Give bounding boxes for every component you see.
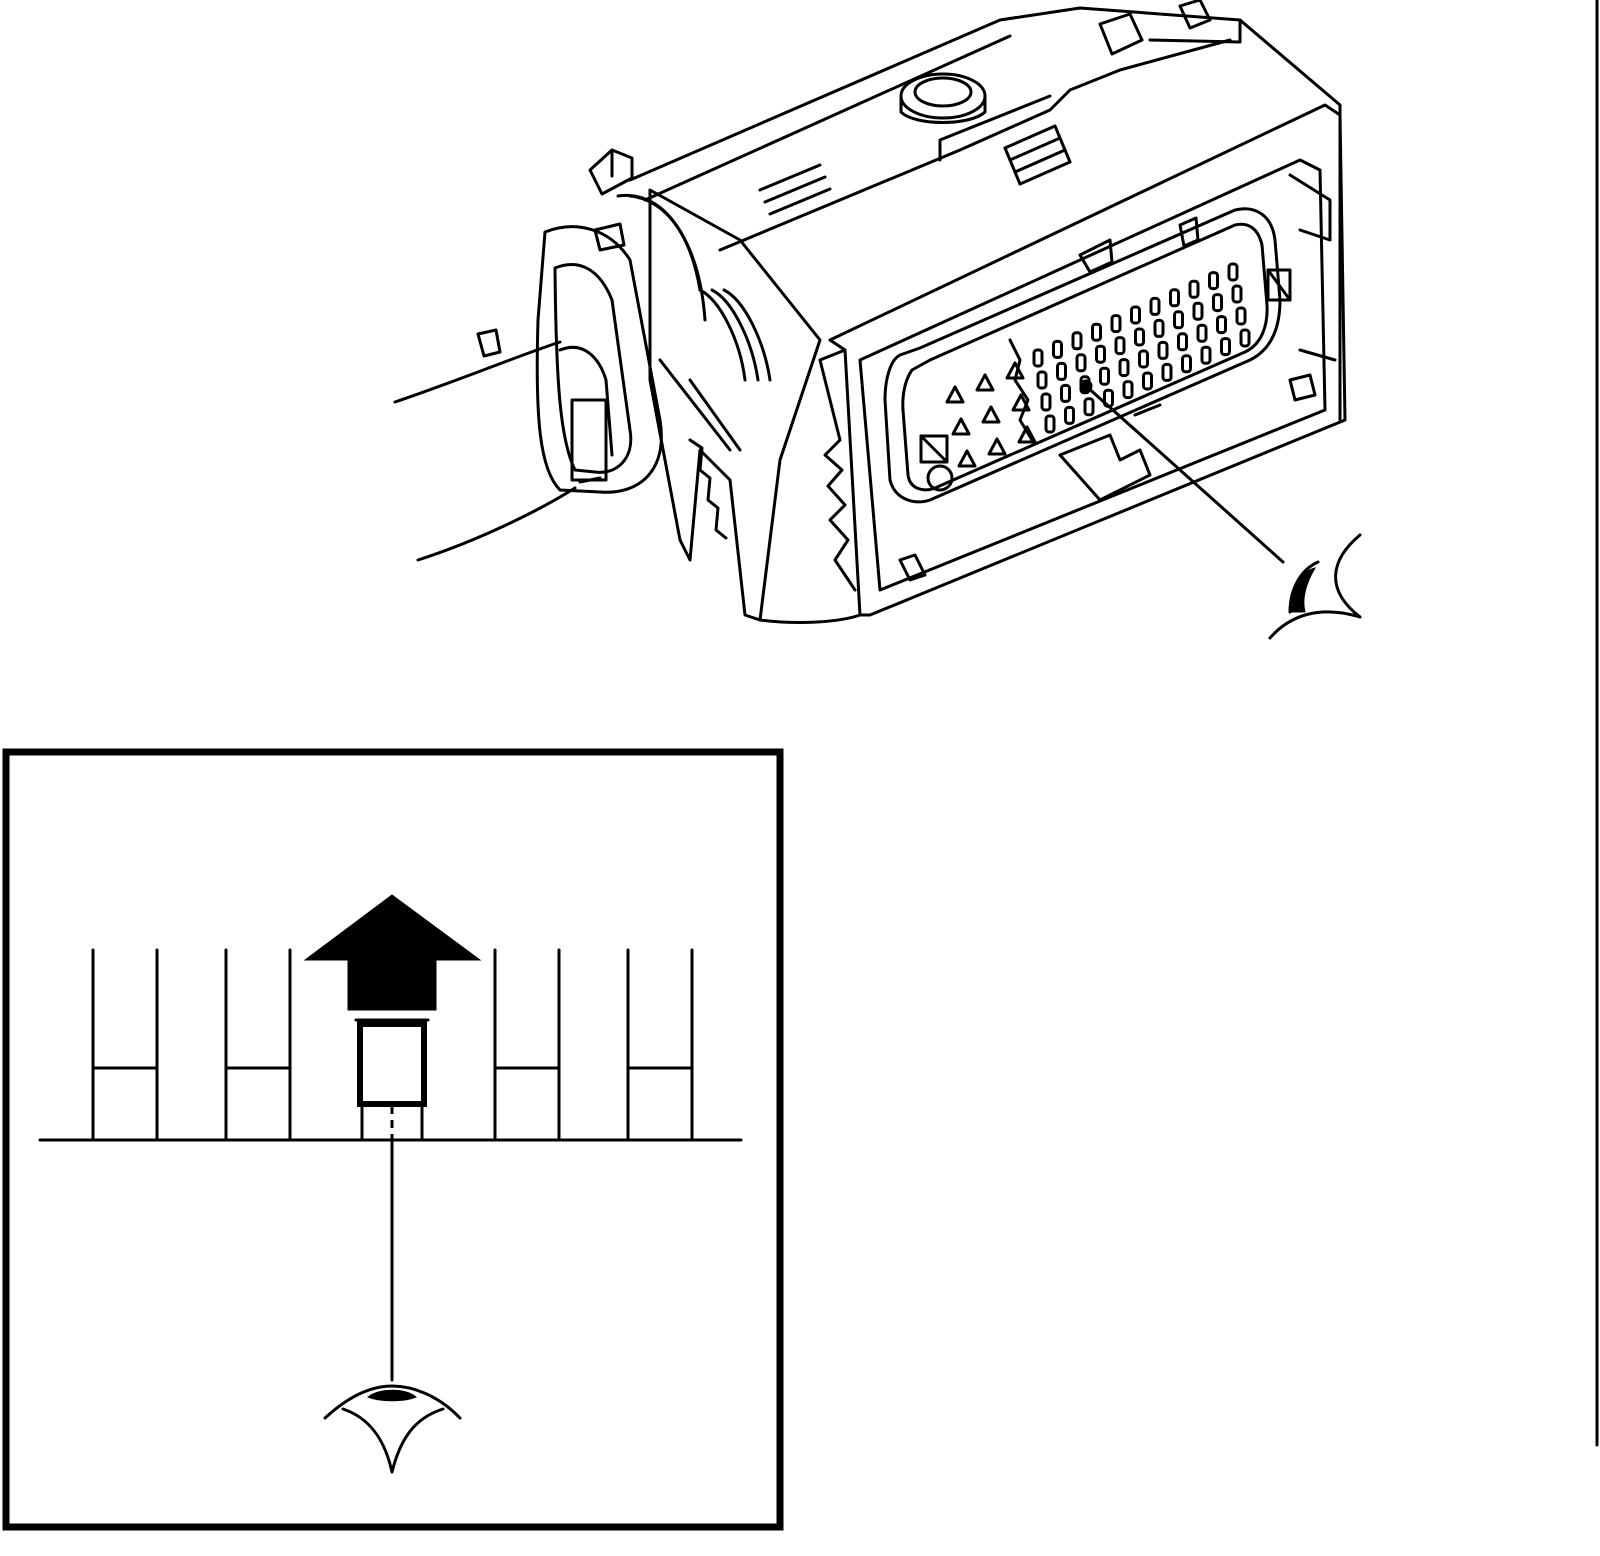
signal-cavity (1032, 348, 1044, 368)
power-cavity-group (945, 361, 1037, 468)
top-vent-left (758, 163, 832, 216)
signal-cavity (1099, 366, 1110, 386)
signal-cavity (1208, 271, 1219, 291)
signal-cavity (1064, 405, 1075, 425)
power-cavity (987, 437, 1007, 456)
terminal-slot-4 (626, 948, 694, 1142)
signal-cavity (1036, 370, 1048, 390)
power-cavity (945, 385, 965, 404)
inset-eye-icon (323, 1384, 462, 1474)
power-cavity (981, 405, 1001, 424)
signal-cavity (1173, 310, 1184, 330)
signal-cavity (1075, 353, 1087, 373)
signal-cavity (1157, 340, 1169, 360)
signal-cavity (1095, 344, 1106, 364)
signal-cavity (1134, 327, 1145, 347)
signal-cavity-grid (1032, 262, 1251, 434)
arrow-up-icon (303, 894, 482, 1011)
signal-cavity (1056, 361, 1067, 381)
signal-cavity (1212, 293, 1223, 313)
signal-cavity (1216, 315, 1227, 335)
power-cavity (957, 449, 977, 468)
signal-cavity (1161, 362, 1173, 382)
signal-cavity (1169, 288, 1180, 308)
highlighted-terminal (354, 1018, 430, 1142)
signal-cavity (1138, 349, 1149, 369)
signal-cavity (1060, 383, 1071, 403)
signal-cavity (1118, 358, 1130, 378)
signal-cavity (1071, 331, 1083, 351)
signal-cavity (1188, 279, 1200, 299)
signal-cavity (1239, 328, 1251, 348)
wire-harness (393, 328, 577, 562)
signal-cavity (1149, 296, 1161, 316)
signal-cavity (1196, 323, 1208, 343)
signal-cavity (1044, 414, 1056, 434)
terminal-slot-3 (493, 948, 561, 1142)
view-leader-line (1079, 379, 1285, 564)
signal-cavity (1130, 305, 1141, 325)
power-cavity (1017, 425, 1037, 444)
signal-cavity (1083, 397, 1095, 417)
power-cavity (1005, 361, 1025, 380)
harness-boot (535, 148, 707, 494)
terminal-slot-1 (91, 948, 159, 1142)
power-cavity (951, 417, 971, 436)
signal-cavity (1220, 337, 1231, 357)
corner-key-right (1266, 268, 1292, 302)
signal-cavity (1091, 322, 1102, 342)
side-ribs (688, 438, 728, 540)
terminal-detail-inset (2, 748, 784, 1531)
power-cavity (975, 373, 995, 392)
connector-housing (628, 0, 1347, 624)
signal-cavity (1177, 332, 1188, 352)
signal-cavity (1110, 314, 1122, 334)
terminal-slot-2 (224, 948, 292, 1142)
signal-cavity (1200, 345, 1212, 365)
signal-cavity (1231, 284, 1243, 304)
power-cavity (1011, 393, 1031, 412)
signal-cavity (1142, 371, 1153, 391)
signal-cavity (1181, 354, 1192, 374)
eye-icon (1268, 533, 1362, 640)
signal-cavity (1052, 339, 1063, 359)
signal-cavity (1153, 318, 1165, 338)
top-vent-right (1003, 124, 1072, 186)
signal-cavity (1114, 336, 1126, 356)
corner-key-left (919, 434, 954, 492)
signal-cavity (1122, 380, 1134, 400)
signal-cavity (1192, 301, 1204, 321)
signal-cavity (1040, 392, 1052, 412)
signal-cavity (1227, 262, 1239, 282)
signal-cavity (1235, 306, 1247, 326)
